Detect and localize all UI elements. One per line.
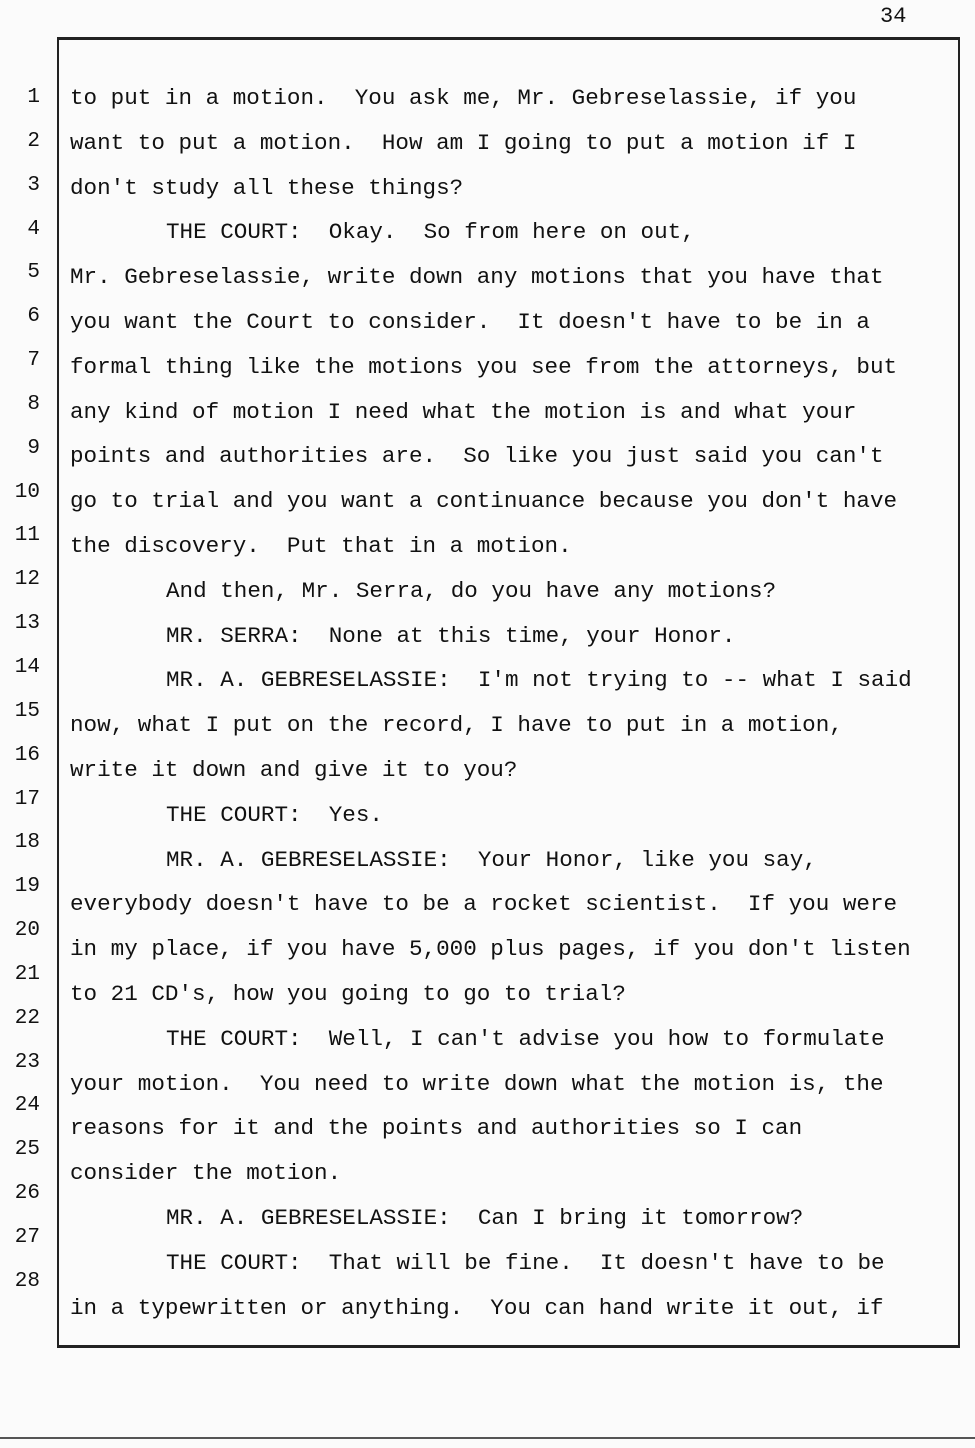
transcript-border (57, 37, 960, 1348)
transcript-line: to 21 CD's, how you going to go to trial… (70, 980, 626, 1007)
line-number: 28 (14, 1269, 40, 1293)
transcript-text: to put in a motion. You ask me, Mr. Gebr… (70, 76, 912, 1330)
transcript-line: everybody doesn't have to be a rocket sc… (70, 891, 898, 918)
line-number: 24 (14, 1094, 40, 1118)
line-number: 13 (14, 612, 40, 636)
line-number: 19 (14, 875, 40, 899)
line-number: 16 (14, 743, 40, 767)
transcript-line: write it down and give it to you? (70, 756, 518, 783)
transcript-line: want to put a motion. How am I going to … (70, 129, 857, 156)
transcript-line: THE COURT: Okay. So from here on out, (166, 219, 695, 246)
line-number: 14 (14, 655, 40, 679)
transcript-line: MR. A. GEBRESELASSIE: I'm not trying to … (166, 667, 912, 694)
line-number: 18 (14, 831, 40, 855)
transcript-line: in a typewritten or anything. You can ha… (70, 1294, 884, 1321)
transcript-line: your motion. You need to write down what… (70, 1070, 884, 1097)
transcript-line: in my place, if you have 5,000 plus page… (70, 936, 911, 963)
transcript-line: you want the Court to consider. It doesn… (70, 308, 870, 335)
transcript-line: And then, Mr. Serra, do you have any mot… (166, 577, 777, 604)
page-bottom-edge (0, 1437, 975, 1439)
line-number: 7 (27, 349, 40, 373)
transcript-line: THE COURT: Well, I can't advise you how … (166, 1025, 885, 1052)
line-number: 4 (27, 217, 40, 241)
transcript-line: MR. SERRA: None at this time, your Honor… (166, 622, 736, 649)
line-number: 26 (14, 1182, 40, 1206)
line-number: 20 (14, 919, 40, 943)
line-number: 23 (14, 1050, 40, 1074)
line-number: 25 (14, 1138, 40, 1162)
transcript-line: any kind of motion I need what the motio… (70, 398, 857, 425)
transcript-line: the discovery. Put that in a motion. (70, 532, 572, 559)
transcript-line: points and authorities are. So like you … (70, 443, 884, 470)
transcript-line: reasons for it and the points and author… (70, 1115, 803, 1142)
transcript-line: THE COURT: Yes. (166, 801, 383, 828)
line-number: 27 (14, 1225, 40, 1249)
line-number: 8 (27, 392, 40, 416)
transcript-line: Mr. Gebreselassie, write down any motion… (70, 264, 884, 291)
line-number: 5 (27, 261, 40, 285)
line-number: 17 (14, 787, 40, 811)
line-number: 15 (14, 699, 40, 723)
line-number: 1 (27, 86, 40, 109)
transcript-line: MR. A. GEBRESELASSIE: Can I bring it tom… (166, 1204, 804, 1231)
line-number: 12 (14, 568, 40, 592)
line-number: 6 (27, 305, 40, 329)
line-number: 10 (14, 480, 40, 504)
line-number: 3 (27, 173, 40, 197)
transcript-line: formal thing like the motions you see fr… (70, 353, 898, 380)
transcript-line: to put in a motion. You ask me, Mr. Gebr… (70, 85, 857, 111)
transcript-line: now, what I put on the record, I have to… (70, 712, 843, 739)
transcript-line: consider the motion. (70, 1160, 342, 1187)
line-number: 22 (14, 1006, 40, 1030)
line-number: 11 (14, 524, 40, 548)
transcript-line: go to trial and you want a continuance b… (70, 488, 898, 515)
transcript-line: don't study all these things? (70, 174, 464, 201)
transcript-line: MR. A. GEBRESELASSIE: Your Honor, like y… (166, 846, 817, 873)
page-number: 34 (880, 4, 907, 29)
line-number: 2 (27, 129, 40, 153)
line-number: 21 (14, 962, 40, 986)
line-number: 9 (27, 436, 40, 460)
transcript-line: THE COURT: That will be fine. It doesn't… (166, 1249, 885, 1276)
